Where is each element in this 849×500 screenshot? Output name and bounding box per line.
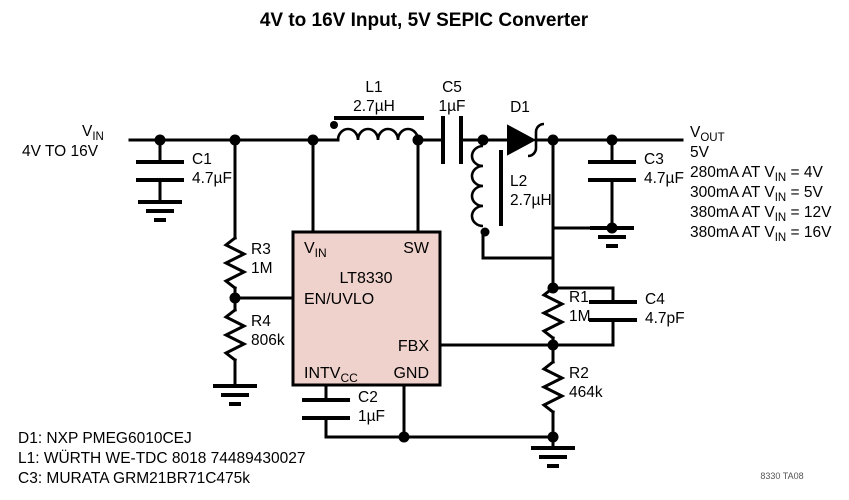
r1-ref: R1 [569, 289, 589, 306]
node-gnd-rail [398, 431, 410, 443]
r1-resistor [540, 285, 566, 341]
r3-value: 1M [251, 260, 273, 277]
vin-range-label: 4V TO 16V [22, 143, 99, 160]
note-line-0: D1: NXP PMEG6010CEJ [18, 430, 192, 447]
d1-diode-body [507, 124, 537, 156]
l2-ref: L2 [510, 173, 527, 190]
vout-current-0: 280mA AT VIN = 4V [690, 164, 824, 184]
r4-ref: R4 [251, 313, 271, 330]
r3-ref: R3 [251, 241, 271, 258]
node-vin-pin [307, 134, 319, 146]
c4-ref: C4 [645, 291, 665, 308]
c3-ref: C3 [644, 151, 664, 168]
c1-ref: C1 [192, 151, 212, 168]
pin-label-vin: VIN [304, 240, 327, 260]
page-title: 4V to 16V Input, 5V SEPIC Converter [260, 10, 589, 31]
c3-value: 4.7µF [644, 170, 684, 187]
l1-value: 2.7µH [353, 98, 395, 115]
l1-coil [336, 127, 420, 141]
l2-coil [470, 144, 484, 228]
pin-label-sw: SW [403, 240, 430, 257]
vout-current-1: 300mA AT VIN = 5V [690, 184, 824, 204]
l2-value: 2.7µH [510, 192, 552, 209]
r2-value: 464k [569, 384, 603, 401]
pin-label-intvcc: INTVCC [304, 365, 358, 385]
pin-label-en-uvlo: EN/UVLO [304, 291, 374, 308]
c2-value: 1µF [358, 408, 385, 425]
r2-resistor [540, 359, 566, 415]
vout-label: VOUT [690, 124, 725, 144]
vout-current-2: 380mA AT VIN = 12V [690, 204, 832, 224]
l1-polarity-dot [330, 121, 338, 129]
c1-value: 4.7µF [192, 170, 232, 187]
pin-label-fbx: FBX [398, 338, 429, 355]
vin-label: VIN [82, 123, 104, 143]
ic-part-number: LT8330 [339, 270, 392, 287]
node-c1 [154, 134, 166, 146]
figure-id: 8330 TA08 [760, 471, 803, 481]
c2-ref: C2 [358, 389, 378, 406]
vout-voltage: 5V [690, 144, 710, 161]
d1-ref: D1 [510, 99, 530, 116]
c5-ref: C5 [442, 79, 462, 96]
r2-ref: R2 [569, 365, 589, 382]
note-line-2: C3: MURATA GRM21BR71C475k [18, 470, 250, 487]
r4-value: 806k [251, 332, 285, 349]
ic-body [291, 230, 442, 387]
r3-resistor [222, 235, 248, 291]
r1-value: 1M [569, 308, 591, 325]
l1-ref: L1 [365, 79, 382, 96]
c4-value: 4.7pF [645, 310, 685, 327]
note-line-1: L1: WÜRTH WE-TDC 8018 74489430027 [18, 449, 305, 467]
pin-label-gnd: GND [393, 365, 429, 382]
vout-current-3: 380mA AT VIN = 16V [690, 224, 832, 244]
r4-resistor [222, 307, 248, 363]
c5-value: 1µF [438, 98, 465, 115]
